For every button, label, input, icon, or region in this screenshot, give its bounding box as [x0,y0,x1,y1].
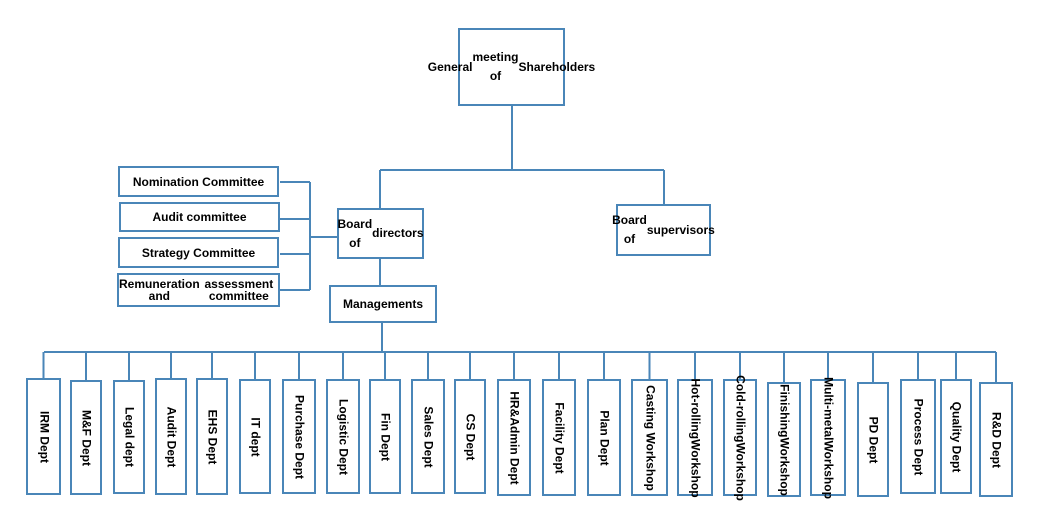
department-box: Sales Dept [411,379,445,494]
department-label: Facility Dept [552,401,567,474]
department-box: R&D Dept [979,382,1013,497]
department-label: Purchase Dept [292,394,307,479]
department-box: Logistic Dept [326,379,360,494]
committee-box: Strategy Committee [118,237,279,268]
department-box: Legal dept [113,380,145,494]
department-label: Plan Dept [597,409,612,466]
department-label: HR&Admin Dept [507,390,522,485]
department-box: HR&Admin Dept [497,379,531,496]
department-box: CS Dept [454,379,486,494]
department-label: Sales Dept [421,405,436,468]
department-label: CS Dept [463,413,478,460]
department-box: IRM Dept [26,378,61,495]
department-box: Facility Dept [542,379,576,496]
committee-box: Audit committee [119,202,280,232]
department-box: Hot-rollingWorkshop [677,377,713,498]
department-label: Fin Dept [378,412,393,461]
department-box: IT dept [239,379,271,494]
department-label: Hot-rollingWorkshop [688,377,703,498]
department-box: Quality Dept [940,379,972,494]
department-box: M&F Dept [70,380,102,495]
department-label: Logistic Dept [336,398,351,475]
department-label: Casting Workshop [642,384,657,491]
department-label: Cold-rollingWorkshop [733,374,748,501]
department-box: Multi-metalWorkshop [810,376,846,499]
department-label: M&F Dept [79,409,94,466]
department-box: Process Dept [900,379,936,494]
department-label: FinishingWorkshop [777,383,792,496]
department-box: Fin Dept [369,379,401,494]
department-label: Legal dept [122,406,137,468]
department-box: FinishingWorkshop [767,382,801,497]
department-box: Cold-rollingWorkshop [723,375,757,500]
department-box: Plan Dept [587,379,621,496]
department-label: Audit Dept [164,406,179,467]
department-label: R&D Dept [989,411,1004,468]
department-box: Purchase Dept [282,379,316,494]
department-box: Casting Workshop [631,379,668,496]
department-label: IT dept [248,416,263,457]
department-box: PD Dept [857,382,889,497]
department-label: PD Dept [866,416,881,463]
managements-box: Managements [329,285,437,323]
department-box: Audit Dept [155,378,187,495]
department-label: IRM Dept [36,410,51,463]
department-label: Process Dept [911,398,926,475]
department-box: EHS Dept [196,378,228,495]
department-label: Multi-metalWorkshop [821,376,836,499]
department-label: EHS Dept [205,409,220,464]
committee-box: Nomination Committee [118,166,279,197]
department-label: Quality Dept [949,401,964,472]
